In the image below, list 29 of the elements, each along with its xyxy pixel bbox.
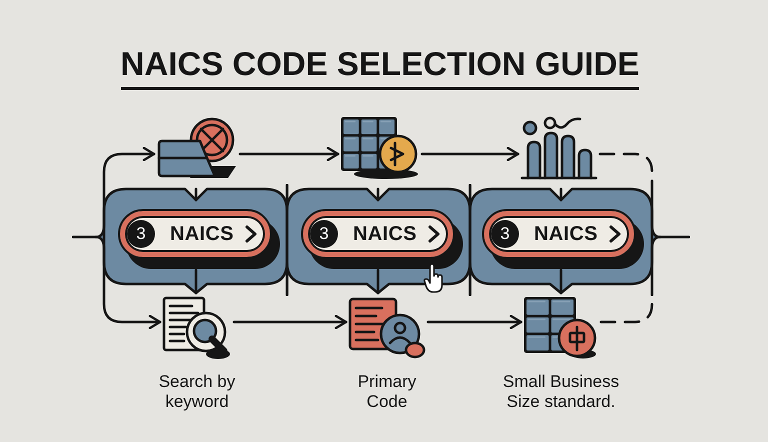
pill-label: NAICS	[170, 223, 234, 245]
pie-chart-card-icon	[156, 116, 238, 180]
pill-tag	[482, 209, 636, 259]
number-badge: 3	[127, 220, 155, 248]
arrow	[102, 146, 156, 186]
arrow	[238, 146, 340, 162]
icon-caption: Search by keyword	[158, 372, 236, 412]
icon-caption: Small Business Size standard.	[502, 372, 620, 412]
arrow	[420, 146, 520, 162]
panel	[469, 184, 690, 296]
panel	[72, 184, 289, 296]
number-badge: 3	[491, 220, 519, 248]
pill-label: NAICS	[353, 223, 417, 245]
pill-tag	[118, 209, 272, 259]
arrow	[426, 314, 522, 330]
grid-coin-icon	[340, 116, 420, 180]
arrow	[232, 314, 348, 330]
panel	[286, 184, 472, 296]
grid-badge-icon	[523, 296, 599, 360]
dashed-line	[598, 152, 654, 186]
title: NAICS CODE SELECTION GUIDE	[120, 46, 640, 82]
document-person-icon	[348, 296, 426, 360]
icon-caption: Primary Code	[356, 372, 418, 412]
pill-tag	[301, 209, 455, 259]
number-badge: 3	[310, 220, 338, 248]
pill-label: NAICS	[534, 223, 598, 245]
document-search-icon	[162, 296, 232, 360]
arrow	[102, 294, 162, 330]
bar-chart-icon	[520, 116, 598, 180]
